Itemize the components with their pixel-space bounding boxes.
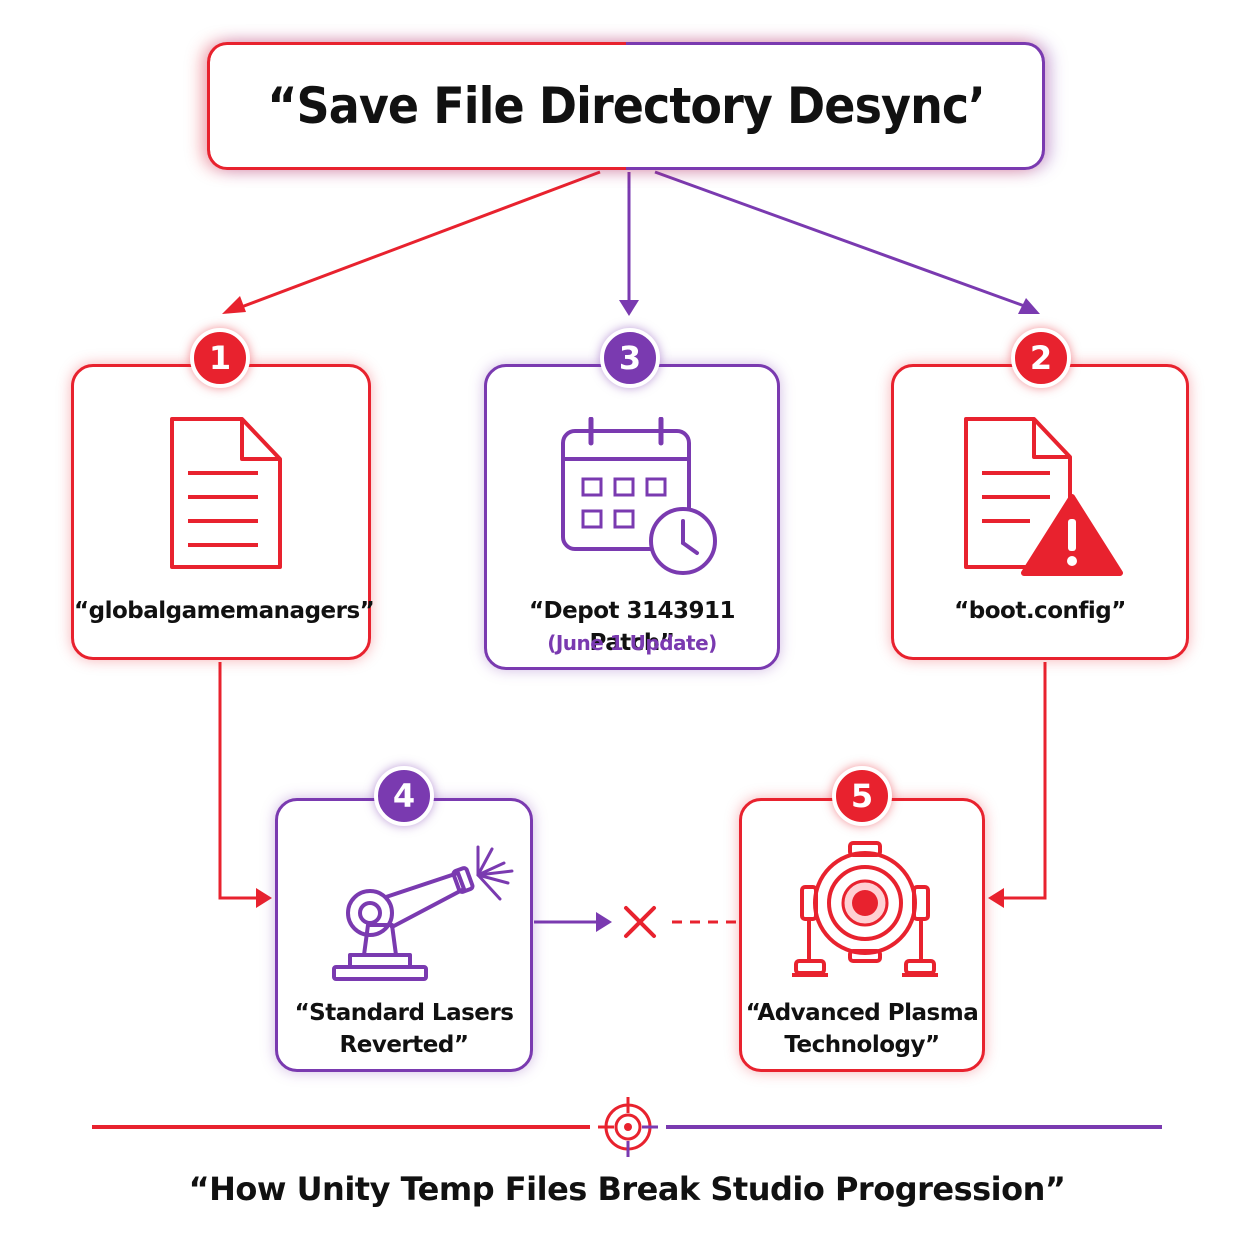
laser-cannon-icon: [332, 845, 514, 981]
node-advanced-plasma: “Advanced Plasma Technology”: [739, 798, 985, 1072]
footer-caption: “How Unity Temp Files Break Studio Progr…: [188, 1170, 1066, 1208]
diagram-title: “Save File Directory Desync’: [267, 77, 986, 135]
target-crosshair-icon: [598, 1097, 658, 1157]
document-icon: [170, 417, 282, 569]
badge-4: 4: [374, 766, 434, 826]
document-warning-icon: [964, 417, 1123, 576]
title-box: “Save File Directory Desync’: [207, 42, 1045, 170]
arrow-title-to-node-1: [227, 170, 601, 314]
badge-5: 5: [832, 766, 892, 826]
node-label: “globalgamemanagers”: [74, 598, 375, 624]
broken-link-x-icon: [624, 906, 656, 938]
node-label-line-2: Technology”: [784, 1032, 940, 1058]
node-label-line-1: “Advanced Plasma: [745, 1000, 979, 1026]
arrow-node-2-to-node-5: [1002, 662, 1047, 900]
node-label-line-1: “Standard Lasers: [294, 1000, 514, 1026]
arrow-title-to-node-2: [654, 170, 1031, 310]
arrow-node-1-to-node-4: [218, 662, 258, 900]
node-sublabel: (June 1 Update): [547, 631, 717, 655]
plasma-reactor-icon: [792, 841, 938, 977]
node-depot-patch: “Depot 3143911 Patch” (June 1 Update): [484, 364, 780, 670]
node-boot-config: “boot.config”: [891, 364, 1189, 660]
node-label: “Depot 3143911 Patch”: [528, 598, 736, 656]
node-label-line-2: Reverted”: [339, 1032, 469, 1058]
badge-2: 2: [1011, 328, 1071, 388]
node-globalgamemanagers: “globalgamemanagers”: [71, 364, 375, 660]
node-standard-lasers: “Standard Lasers Reverted”: [275, 798, 533, 1072]
badge-1: 1: [190, 328, 250, 388]
calendar-clock-icon: [561, 417, 717, 575]
badge-3: 3: [600, 328, 660, 388]
node-label: “boot.config”: [954, 598, 1126, 624]
